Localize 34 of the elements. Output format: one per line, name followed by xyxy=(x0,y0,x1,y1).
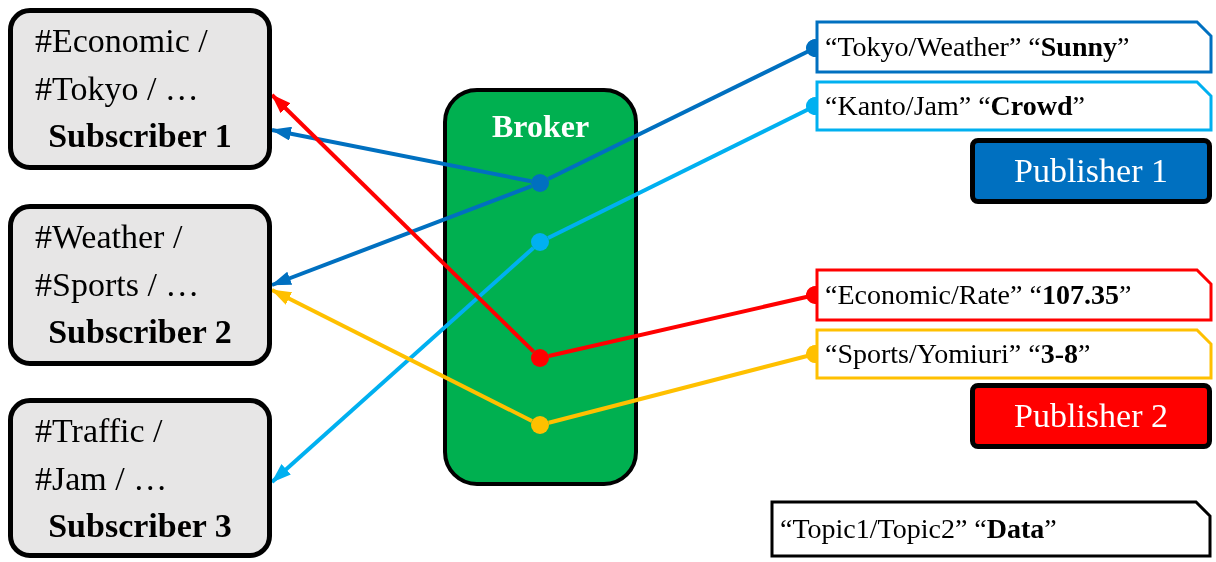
subscriber-name: Subscriber 1 xyxy=(47,116,233,156)
message-tag xyxy=(815,20,1213,74)
publisher-box xyxy=(970,383,1212,449)
broker-title: Broker xyxy=(490,108,591,145)
message-text: “Economic/Rate” “107.35” xyxy=(824,279,1132,311)
subscriber-box xyxy=(8,398,272,558)
publisher-name: Publisher 1 xyxy=(1014,152,1168,190)
junction-dot xyxy=(531,233,549,251)
message-tag xyxy=(815,328,1213,380)
message-text: “Sports/Yomiuri” “3-8” xyxy=(824,338,1091,370)
publisher-box xyxy=(970,138,1212,204)
message-text: “Topic1/Topic2” “Data” xyxy=(779,513,1057,545)
message-tag xyxy=(770,500,1212,558)
message-text: “Tokyo/Weather” “Sunny” xyxy=(824,31,1130,63)
topic-list: #Weather / #Sports / … xyxy=(35,213,225,309)
subscriber-box xyxy=(8,204,272,366)
arrow xyxy=(270,93,535,354)
arrow xyxy=(270,246,535,484)
subscriber-box xyxy=(8,8,272,170)
arrow xyxy=(271,126,532,184)
subscriber-name: Subscriber 3 xyxy=(47,506,233,546)
topic-list: #Traffic / #Jam / … xyxy=(35,407,225,503)
publisher-name: Publisher 2 xyxy=(1014,397,1168,435)
message-tag xyxy=(815,268,1213,322)
arrow xyxy=(271,184,533,287)
subscriber-name: Subscriber 2 xyxy=(47,312,233,352)
junction-dot xyxy=(531,416,549,434)
junction-dot xyxy=(531,174,549,192)
topic-list: #Economic / #Tokyo / … xyxy=(35,17,225,113)
broker-box xyxy=(443,88,638,486)
message-tag xyxy=(815,80,1213,132)
junction-dot xyxy=(531,349,549,367)
message-text: “Kanto/Jam” “Crowd” xyxy=(824,90,1085,122)
arrow xyxy=(271,288,533,423)
